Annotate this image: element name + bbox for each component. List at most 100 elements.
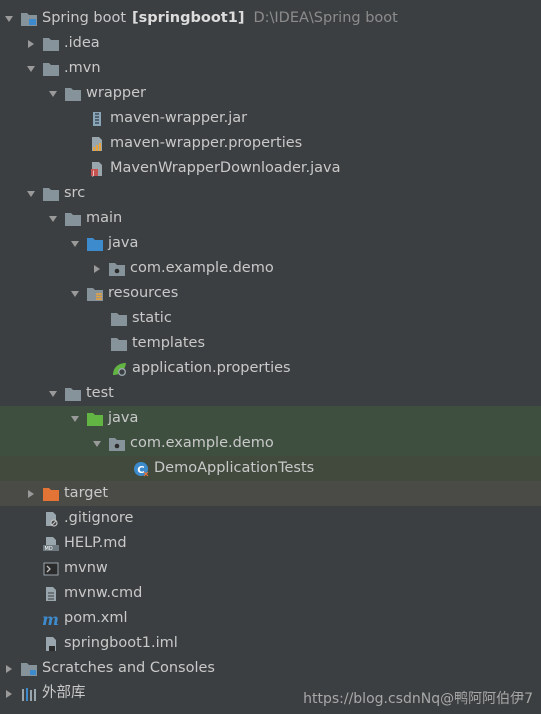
tree-row-mvn[interactable]: .mvn	[0, 56, 541, 81]
tree-row-iml[interactable]: springboot1.iml	[0, 631, 541, 656]
folder-icon	[64, 385, 82, 403]
project-tree: Spring boot [springboot1] D:\IDEA\Spring…	[0, 6, 541, 706]
tree-row-test-java[interactable]: java	[0, 406, 541, 431]
tree-row-resources[interactable]: resources	[0, 281, 541, 306]
tree-row-target[interactable]: target	[0, 481, 541, 506]
project-path: D:\IDEA\Spring boot	[253, 10, 398, 26]
tree-item-label: target	[64, 485, 109, 501]
tree-item-label: static	[132, 310, 172, 326]
module-name: [springboot1]	[132, 10, 245, 26]
tree-row-test-class[interactable]: C DemoApplicationTests	[0, 456, 541, 481]
tree-item-label: com.example.demo	[130, 260, 274, 276]
svg-text:J: J	[92, 170, 95, 177]
tree-item-label: HELP.md	[64, 535, 127, 551]
tree-item-label: .mvn	[64, 60, 101, 76]
tree-row-project-root[interactable]: Spring boot [springboot1] D:\IDEA\Spring…	[0, 6, 541, 31]
svg-text:MD: MD	[45, 546, 53, 552]
tree-item-label: test	[86, 385, 114, 401]
tree-item-label: springboot1.iml	[64, 635, 178, 651]
maven-icon: m	[42, 610, 60, 628]
tree-row-wrapper-properties[interactable]: maven-wrapper.properties	[0, 131, 541, 156]
folder-icon	[64, 210, 82, 228]
tree-row-application-properties[interactable]: application.properties	[0, 356, 541, 381]
spring-config-icon	[110, 360, 128, 378]
tree-row-pom-xml[interactable]: m pom.xml	[0, 606, 541, 631]
text-file-icon	[42, 585, 60, 603]
tree-row-mvnw[interactable]: mvnw	[0, 556, 541, 581]
tree-item-label: Scratches and Consoles	[42, 660, 215, 676]
folder-icon	[42, 60, 60, 78]
markdown-file-icon: MD	[42, 535, 60, 553]
jar-file-icon	[88, 110, 106, 128]
tree-item-label: .gitignore	[64, 510, 134, 526]
tree-item-label: MavenWrapperDownloader.java	[110, 160, 341, 176]
tree-item-label: main	[86, 210, 123, 226]
folder-icon	[64, 85, 82, 103]
tree-row-main[interactable]: main	[0, 206, 541, 231]
tree-item-label: java	[108, 235, 139, 251]
tree-row-main-package[interactable]: com.example.demo	[0, 256, 541, 281]
chevron-right-icon[interactable]	[24, 487, 38, 501]
chevron-down-icon[interactable]	[68, 287, 82, 301]
tree-item-label: mvnw	[64, 560, 108, 576]
chevron-down-icon[interactable]	[24, 62, 38, 76]
source-folder-icon	[86, 235, 104, 253]
chevron-right-icon[interactable]	[90, 262, 104, 276]
chevron-down-icon[interactable]	[68, 237, 82, 251]
tree-row-templates[interactable]: templates	[0, 331, 541, 356]
tree-row-test-package[interactable]: com.example.demo	[0, 431, 541, 456]
tree-row-mvnw-cmd[interactable]: mvnw.cmd	[0, 581, 541, 606]
folder-icon	[42, 185, 60, 203]
chevron-down-icon[interactable]	[2, 12, 16, 26]
svg-text:C: C	[137, 465, 144, 476]
iml-file-icon	[42, 635, 60, 653]
tree-row-scratches[interactable]: Scratches and Consoles	[0, 656, 541, 681]
tree-row-static[interactable]: static	[0, 306, 541, 331]
tree-item-label: mvnw.cmd	[64, 585, 143, 601]
test-source-folder-icon	[86, 410, 104, 428]
tree-item-label: .idea	[64, 35, 100, 51]
tree-row-wrapper-downloader[interactable]: J MavenWrapperDownloader.java	[0, 156, 541, 181]
excluded-folder-icon	[42, 485, 60, 503]
chevron-right-icon[interactable]	[24, 37, 38, 51]
chevron-down-icon[interactable]	[68, 412, 82, 426]
tree-item-label: pom.xml	[64, 610, 128, 626]
tree-row-help-md[interactable]: MD HELP.md	[0, 531, 541, 556]
library-icon	[20, 685, 38, 703]
tree-item-label: resources	[108, 285, 179, 301]
tree-row-test[interactable]: test	[0, 381, 541, 406]
chevron-down-icon[interactable]	[46, 212, 60, 226]
tree-item-label: templates	[132, 335, 206, 351]
tree-row-wrapper[interactable]: wrapper	[0, 81, 541, 106]
tree-row-gitignore[interactable]: .gitignore	[0, 506, 541, 531]
chevron-down-icon[interactable]	[24, 187, 38, 201]
tree-item-label: 外部库	[42, 685, 86, 701]
properties-file-icon	[88, 135, 106, 153]
chevron-down-icon[interactable]	[46, 387, 60, 401]
folder-icon	[110, 310, 128, 328]
shell-script-icon	[42, 560, 60, 578]
chevron-down-icon[interactable]	[46, 87, 60, 101]
tree-item-label: java	[108, 410, 139, 426]
tree-row-main-java[interactable]: java	[0, 231, 541, 256]
folder-icon	[110, 335, 128, 353]
tree-row-wrapper-jar[interactable]: maven-wrapper.jar	[0, 106, 541, 131]
tree-row-src[interactable]: src	[0, 181, 541, 206]
test-class-icon: C	[132, 460, 150, 478]
package-icon	[108, 435, 126, 453]
watermark-text: https://blog.csdnNq@鸭阿阿伯伊7	[303, 691, 533, 707]
tree-item-label: maven-wrapper.jar	[110, 110, 248, 126]
tree-item-label: maven-wrapper.properties	[110, 135, 303, 151]
java-file-icon: J	[88, 160, 106, 178]
tree-item-label: wrapper	[86, 85, 146, 101]
tree-item-label: com.example.demo	[130, 435, 274, 451]
folder-icon	[42, 35, 60, 53]
chevron-right-icon[interactable]	[2, 662, 16, 676]
svg-text:m: m	[42, 611, 59, 627]
chevron-down-icon[interactable]	[90, 437, 104, 451]
tree-row-idea[interactable]: .idea	[0, 31, 541, 56]
project-name: Spring boot	[42, 10, 127, 26]
chevron-right-icon[interactable]	[2, 687, 16, 701]
tree-row-external-libraries[interactable]: 外部库	[0, 681, 541, 706]
tree-item-label: src	[64, 185, 86, 201]
